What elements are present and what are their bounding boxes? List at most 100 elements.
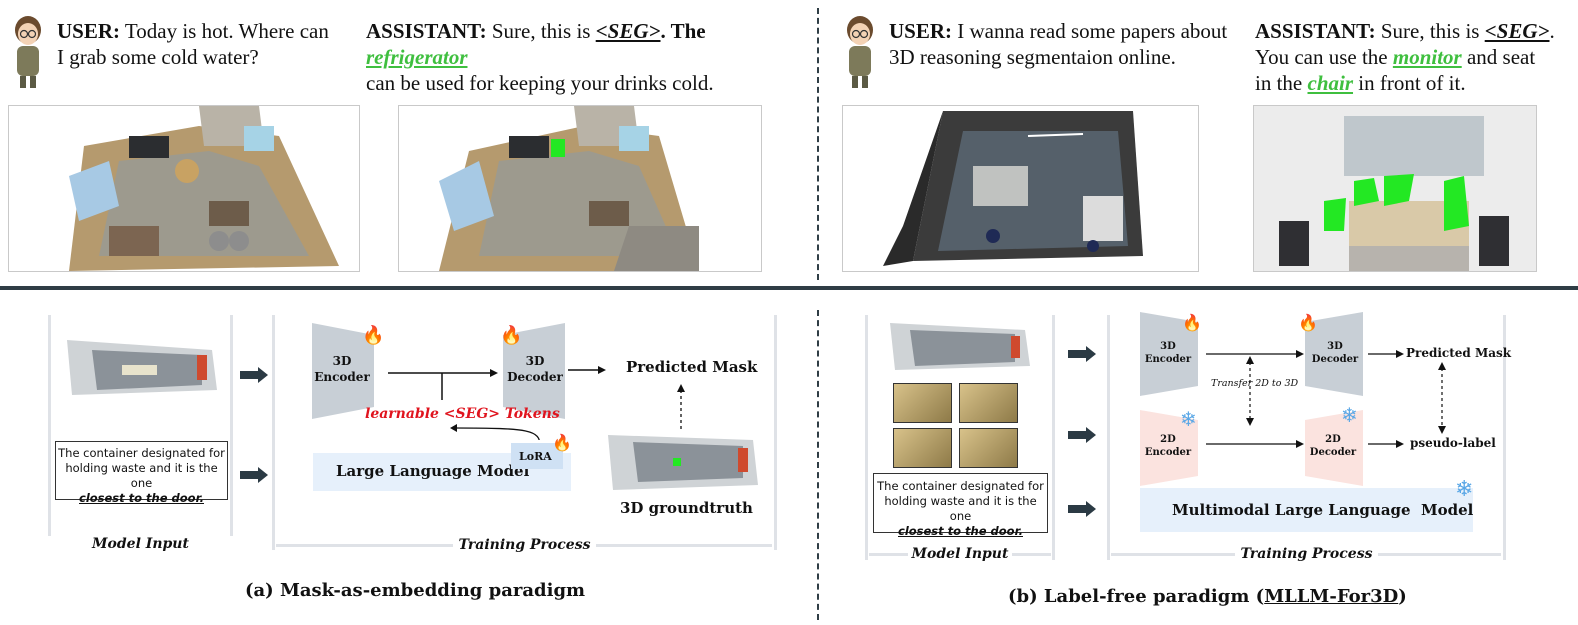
arrow-thick-icon xyxy=(240,367,268,383)
caption-a: (a) Mask-as-embedding paradigm xyxy=(245,580,586,601)
avatar-left xyxy=(8,14,48,90)
model-input-label: Model Input xyxy=(48,536,233,552)
arrow-thick-icon xyxy=(1068,346,1096,362)
scene-image-2 xyxy=(398,105,762,272)
llm-label: Large Language Model xyxy=(336,462,530,480)
encoder-3d-label-b: 3D Encoder xyxy=(1144,341,1192,365)
decoder-3d-shape xyxy=(503,323,565,419)
input-text-line3: closest to the door. xyxy=(79,491,204,505)
model-input-bracket-right-b xyxy=(1052,315,1055,560)
user-label: USER: xyxy=(57,19,121,43)
image-thumbnail xyxy=(893,428,952,468)
fire-icon: 🔥 xyxy=(362,325,385,346)
encoder-3d-shape xyxy=(312,323,374,419)
user-message-left: USER: Today is hot. Where can I grab som… xyxy=(57,18,347,70)
dashed-arrow-b xyxy=(1438,362,1446,434)
model-input-bracket-left xyxy=(48,315,51,550)
training-process-text: Training Process xyxy=(452,537,597,553)
assistant-text-line2: You can use the xyxy=(1255,45,1388,69)
model-input-label-b: Model Input xyxy=(865,546,1055,562)
training-process-label-b: Training Process xyxy=(1107,546,1506,562)
transfer-label: Transfer 2D to 3D xyxy=(1211,378,1299,389)
scene-image-3 xyxy=(842,105,1199,272)
predicted-mask-label-b: Predicted Mask xyxy=(1406,346,1512,360)
training-process-text-b: Training Process xyxy=(1234,546,1379,562)
arrow-thick-icon xyxy=(1068,427,1096,443)
user-text-line1: I wanna read some papers about xyxy=(957,19,1228,43)
caption-b-link: MLLM-For3D xyxy=(1264,586,1399,607)
mllm-box xyxy=(1140,488,1473,532)
assistant-text-mid: . The xyxy=(660,19,706,43)
assistant-text: Sure, this is xyxy=(1380,19,1480,43)
training-process-label: Training Process xyxy=(272,537,777,553)
decoder-3d-label: 3D Decoder xyxy=(507,354,563,384)
decoder-2d-shape xyxy=(1305,410,1363,486)
assistant-text-line3: in the xyxy=(1255,71,1303,95)
lora-box xyxy=(511,443,563,469)
training-bracket-right xyxy=(774,315,777,550)
fire-icon: 🔥 xyxy=(500,325,523,346)
lora-label: LoRA xyxy=(519,450,552,463)
groundtruth-scene xyxy=(603,430,761,495)
encoder-2d-label: 2D Encoder xyxy=(1144,434,1192,458)
mllm-label: Multimodal Large Language Model xyxy=(1172,501,1474,519)
encoder-3d-label: 3D Encoder xyxy=(314,354,370,384)
user-message-right: USER: I wanna read some papers about 3D … xyxy=(889,18,1244,70)
encoder-2d-shape xyxy=(1140,410,1198,486)
model-input-bracket-left-b xyxy=(865,315,868,560)
fire-icon: 🔥 xyxy=(552,433,572,452)
assistant-text: Sure, this is xyxy=(491,19,591,43)
fire-icon: 🔥 xyxy=(1182,313,1202,332)
top-vertical-divider xyxy=(817,8,819,280)
input-text-line3: closest to the door. xyxy=(898,524,1023,538)
assistant-label: ASSISTANT: xyxy=(366,19,487,43)
fire-icon: 🔥 xyxy=(1298,313,1318,332)
training-bracket-right-b xyxy=(1503,315,1506,560)
scene-image-1 xyxy=(8,105,360,272)
snowflake-icon: ❄ xyxy=(1341,403,1358,427)
input-scene-a xyxy=(62,335,220,410)
user-label: USER: xyxy=(889,19,953,43)
input-text-line1: The container designated for xyxy=(877,479,1044,493)
snowflake-icon: ❄ xyxy=(1180,407,1197,431)
bottom-vertical-divider xyxy=(817,310,819,620)
input-text-box-b: The container designated for holding was… xyxy=(873,473,1048,538)
assistant-text-line2: can be used for keeping your drinks cold… xyxy=(366,71,714,95)
flow-arrows-b xyxy=(1206,350,1404,448)
input-scene-b xyxy=(885,318,1035,376)
seg-token: <SEG> xyxy=(1484,19,1550,43)
highlight-monitor: monitor xyxy=(1392,45,1462,69)
arrow-thick-icon xyxy=(240,467,268,483)
groundtruth-label: 3D groundtruth xyxy=(620,499,753,517)
predicted-mask-label-a: Predicted Mask xyxy=(626,358,758,376)
assistant-text-line3-end: in front of it. xyxy=(1358,71,1466,95)
caption-b-text: (b) Label-free paradigm ( xyxy=(1008,586,1265,607)
user-text-line1: Today is hot. Where can xyxy=(124,19,329,43)
caption-b-end: ) xyxy=(1398,586,1407,607)
snowflake-icon: ❄ xyxy=(1455,477,1474,502)
assistant-message-left: ASSISTANT: Sure, this is <SEG>. The refr… xyxy=(366,18,811,96)
input-text-line1: The container designated for xyxy=(58,446,225,460)
decoder-3d-label-b: 3D Decoder xyxy=(1311,341,1359,365)
learnable-seg-tokens: learnable <SEG> Tokens xyxy=(365,406,560,422)
model-input-text-b: Model Input xyxy=(907,546,1013,562)
image-thumbnail xyxy=(959,428,1018,468)
image-thumbnail xyxy=(893,383,952,423)
decoder-2d-label: 2D Decoder xyxy=(1309,434,1357,458)
avatar-right xyxy=(840,14,880,90)
arrow-thick-icon xyxy=(1068,501,1096,517)
horizontal-divider xyxy=(0,286,1578,290)
input-text-line2: holding waste and it is the one xyxy=(884,494,1037,523)
seg-token: <SEG> xyxy=(595,19,661,43)
pseudo-label: pseudo-label xyxy=(1410,436,1496,450)
highlight-chair: chair xyxy=(1307,71,1354,95)
input-text-line2: holding waste and it is the one xyxy=(65,461,218,490)
image-thumbnail xyxy=(959,383,1018,423)
caption-b: (b) Label-free paradigm (MLLM-For3D) xyxy=(1008,586,1407,607)
user-text-line2: I grab some cold water? xyxy=(57,45,259,69)
model-input-bracket-right xyxy=(230,315,233,550)
training-bracket-left xyxy=(272,315,275,550)
flow-arrows-a xyxy=(388,366,606,440)
highlight-refrigerator: refrigerator xyxy=(366,45,468,69)
training-bracket-left-b xyxy=(1107,315,1110,560)
